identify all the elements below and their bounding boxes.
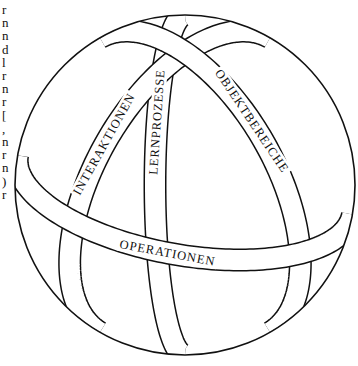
text-fragment: r (2, 148, 6, 162)
band-title: INTERAKTIONEN (70, 89, 140, 199)
text-fragment: n (2, 82, 9, 96)
band-title: OPERATIONEN (117, 237, 219, 270)
text-fragment: r (2, 188, 6, 202)
band-edge (100, 31, 300, 332)
band-fill (100, 31, 300, 332)
text-fragment: n (2, 161, 9, 175)
text-fragment: d (2, 43, 9, 57)
band-fill (70, 31, 270, 332)
sphere-outline (15, 15, 355, 355)
band-label: OPERATIONEN (117, 237, 219, 270)
band-fill (17, 155, 352, 260)
band-edge (70, 31, 270, 332)
band-label: OBJEKTBEREICHE (210, 65, 292, 177)
band-shape (100, 31, 300, 332)
text-fragment: r (2, 95, 6, 109)
text-fragment: n (2, 135, 9, 149)
band-title: OBJEKTBEREICHE (210, 65, 292, 177)
band-edge (17, 155, 352, 260)
band-label: INTERAKTIONEN (70, 89, 140, 199)
band-group (17, 15, 352, 355)
text-fragment: [ (2, 109, 6, 123)
text-fragment: r (2, 69, 6, 83)
band-shape (70, 31, 270, 332)
text-fragment: , (2, 122, 5, 136)
text-fragment: r (2, 3, 6, 17)
band-label: LERNPROZESSE (146, 67, 168, 177)
band-title: LERNPROZESSE (146, 67, 168, 177)
text-fragment: l (2, 56, 6, 70)
text-fragment: ) (2, 175, 6, 189)
text-fragment: n (2, 29, 9, 43)
band-shape (17, 155, 352, 260)
text-fragment: n (2, 16, 9, 30)
